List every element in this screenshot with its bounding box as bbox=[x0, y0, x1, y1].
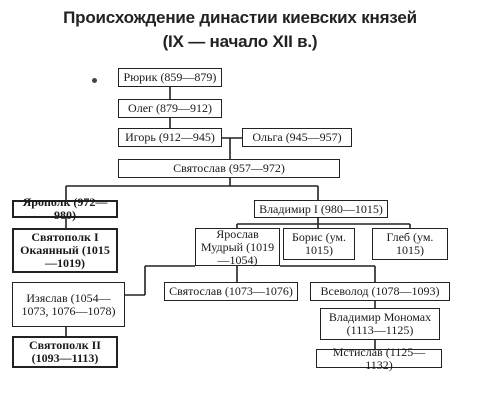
node-rurik: Рюрик (859—879) bbox=[118, 68, 222, 87]
node-igor: Игорь (912—945) bbox=[118, 128, 222, 147]
node-svyatopolk-ii: Святополк II (1093—1113) bbox=[12, 336, 118, 368]
node-gleb: Глеб (ум. 1015) bbox=[372, 228, 448, 260]
node-yaroslav: Ярослав Мудрый (1019—1054) bbox=[195, 227, 280, 266]
diagram-title: Происхождение династии киевских князей bbox=[63, 8, 417, 27]
node-vsevolod: Всеволод (1078—1093) bbox=[310, 282, 450, 301]
node-svyatopolk-i: Святополк I Окаянный (1015—1019) bbox=[12, 228, 118, 273]
node-vladimir-i: Владимир I (980—1015) bbox=[254, 200, 388, 218]
node-yaropolk: Ярополк (972—980) bbox=[12, 196, 118, 222]
bullet-marker bbox=[92, 78, 97, 83]
node-svyatoslav-ii: Святослав (1073—1076) bbox=[164, 282, 298, 301]
node-mstislav: Мстислав (1125—1132) bbox=[316, 345, 442, 371]
node-svyatoslav: Святослав (957—972) bbox=[118, 159, 340, 178]
node-boris: Борис (ум. 1015) bbox=[283, 228, 355, 260]
node-izyaslav: Изяслав (1054—1073, 1076—1078) bbox=[12, 282, 125, 327]
node-monomakh: Владимир Мономах (1113—1125) bbox=[320, 308, 440, 340]
node-oleg: Олег (879—912) bbox=[118, 99, 222, 118]
node-olga: Ольга (945—957) bbox=[242, 128, 352, 147]
diagram-subtitle: (IX — начало XII в.) bbox=[162, 32, 318, 51]
